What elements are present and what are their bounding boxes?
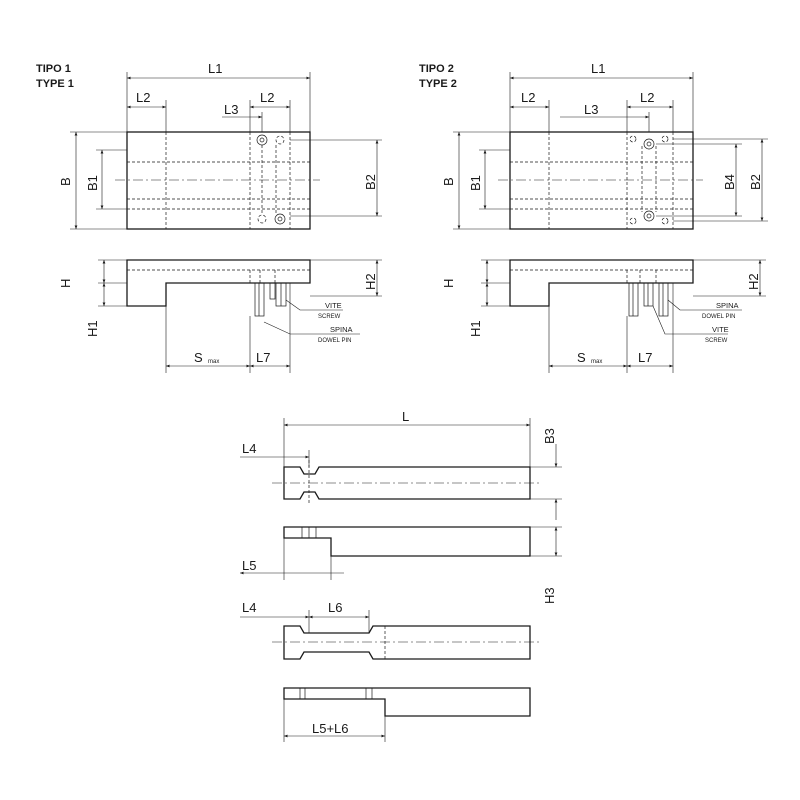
type1-side-view	[126, 259, 311, 317]
bar1-dim-H3: H3	[542, 587, 557, 604]
type2-dim-L7: L7	[638, 350, 652, 365]
bar1-dim-B3: B3	[542, 428, 557, 444]
bar2-dim-L6: L6	[328, 600, 342, 615]
bar2-top-view	[272, 625, 542, 660]
type1-dim-L3: L3	[224, 102, 238, 117]
bar2-dim-L5-L6: L5+L6	[312, 721, 349, 736]
type2-pin-label-it: SPINA	[716, 301, 739, 310]
type1-title: TIPO 1	[36, 63, 71, 75]
type2-top-view	[498, 131, 703, 230]
type2-screw-label-en: SCREW	[705, 338, 728, 344]
type2-dim-H: H	[441, 279, 456, 288]
type2-dim-B: B	[441, 177, 456, 186]
type1-dim-H: H	[58, 279, 73, 288]
type2-dim-L3: L3	[584, 102, 598, 117]
type1-pin-label-en: DOWEL PIN	[318, 338, 351, 344]
type1-dim-S-sub: max	[208, 359, 219, 365]
type1-dim-L7: L7	[256, 350, 270, 365]
type1-dim-L2-right: L2	[260, 90, 274, 105]
type2-screw-label-it: VITE	[712, 325, 729, 334]
type2-side-view	[509, 259, 694, 317]
type1-dim-H2: H2	[363, 273, 378, 290]
type2-dim-H2: H2	[746, 273, 761, 290]
type2-dim-B4: B4	[722, 174, 737, 190]
type1-dim-H1: H1	[85, 320, 100, 337]
type1-drawing: TIPO 1 TYPE 1 L1 L2	[36, 61, 382, 373]
bar2-side-view	[283, 687, 531, 717]
type2-dim-L1: L1	[591, 61, 605, 76]
type1-pin-label-it: SPINA	[330, 325, 353, 334]
bar1-side-view	[283, 526, 531, 557]
type2-dim-L2-right: L2	[640, 90, 654, 105]
type2-dim-L2-left: L2	[521, 90, 535, 105]
type2-title: TIPO 2	[419, 63, 454, 75]
type1-dim-B2: B2	[363, 174, 378, 190]
type2-subtitle: TYPE 2	[419, 78, 457, 90]
bar1-top-view	[272, 460, 542, 505]
type2-dim-H1: H1	[468, 320, 483, 337]
bar1-dim-L4: L4	[242, 441, 256, 456]
bar1-drawing: L L4 B3 L5 H3	[240, 409, 562, 604]
bar2-drawing: L4 L6 L5+L6	[240, 600, 542, 742]
bar1-dim-L5: L5	[242, 558, 256, 573]
type2-dim-B1: B1	[468, 175, 483, 191]
type1-dim-L2-left: L2	[136, 90, 150, 105]
type2-dim-B2: B2	[748, 174, 763, 190]
type2-dim-S: S	[577, 350, 586, 365]
bar2-dim-L4: L4	[242, 600, 256, 615]
type1-screw-label-en: SCREW	[318, 314, 341, 320]
type1-screw-label-it: VITE	[325, 301, 342, 310]
type1-dim-L1: L1	[208, 61, 222, 76]
type1-subtitle: TYPE 1	[36, 78, 74, 90]
type1-top-view	[115, 131, 320, 230]
bar1-dim-L: L	[402, 409, 409, 424]
type2-pin-label-en: DOWEL PIN	[702, 314, 735, 320]
type2-dim-S-sub: max	[591, 359, 602, 365]
type1-dim-B1: B1	[85, 175, 100, 191]
type1-dim-B: B	[58, 177, 73, 186]
type1-dim-S: S	[194, 350, 203, 365]
type2-drawing: TIPO 2 TYPE 2 L1 L2	[419, 61, 768, 373]
